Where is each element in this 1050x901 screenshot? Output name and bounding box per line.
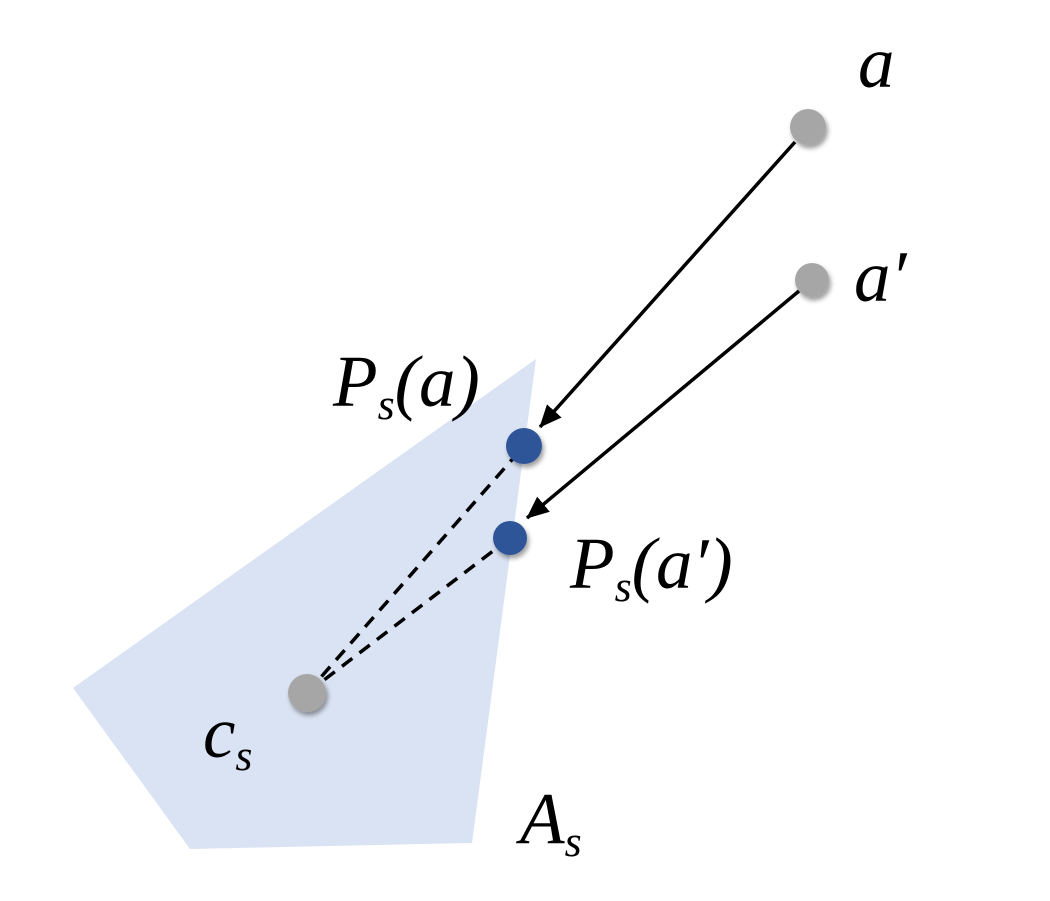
label-a-text: a [858, 22, 895, 103]
point-a [790, 109, 826, 145]
label-region-script-a-base: A [520, 778, 565, 859]
label-center-c-base: c [203, 692, 236, 773]
label-projection-a-subscript: s [377, 381, 395, 430]
label-projection-a-prime-argument: (a′) [631, 523, 733, 604]
label-center-c: cs [203, 696, 252, 779]
label-projection-a-base: P [333, 341, 378, 422]
label-a-prime: a′ [854, 240, 906, 313]
label-projection-a: Ps(a) [333, 345, 480, 428]
dashed-line-center-to-projection-a [305, 444, 526, 695]
point-projection-a [506, 428, 542, 464]
label-region-script-a-subscript: s [564, 818, 582, 867]
label-region-script-a: As [520, 782, 582, 865]
label-center-c-subscript: s [235, 732, 253, 781]
arrow-a-to-projection [538, 140, 797, 429]
point-center-c [288, 674, 326, 712]
point-a-prime [795, 263, 829, 297]
label-a: a [858, 26, 895, 99]
label-projection-a-prime: Ps(a′) [570, 527, 733, 610]
label-projection-a-prime-base: P [570, 523, 615, 604]
arrow-a-prime-to-projection [525, 289, 801, 520]
point-projection-a-prime [493, 521, 527, 555]
action-set-region-polygon [73, 359, 536, 849]
label-projection-a-argument: (a) [394, 341, 480, 422]
label-projection-a-prime-subscript: s [614, 563, 632, 612]
label-a-prime-text: a′ [854, 236, 907, 317]
